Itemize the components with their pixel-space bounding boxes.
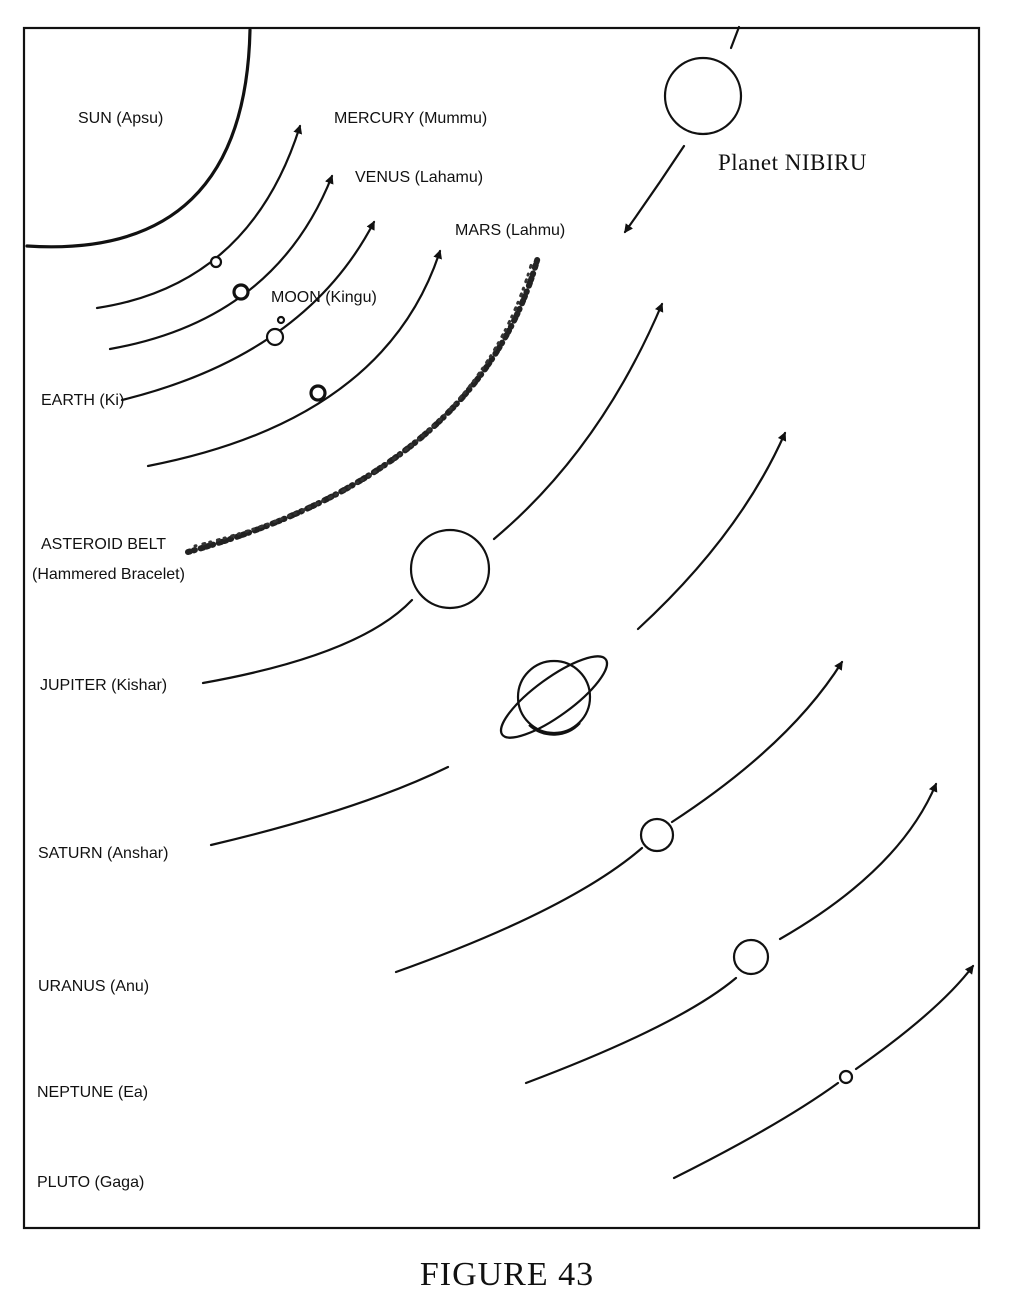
neptune-orbit-upper — [778, 782, 938, 941]
venus-label: VENUS (Lahamu) — [355, 169, 483, 186]
pluto-label: PLUTO (Gaga) — [37, 1174, 144, 1191]
asteroid-belt-scatter — [193, 260, 534, 548]
uranus-label: URANUS (Anu) — [38, 978, 149, 995]
uranus-orbit-lower — [394, 846, 644, 974]
jupiter-orbit-lower — [201, 598, 414, 685]
uranus-planet — [639, 817, 675, 853]
asteroid-belt — [185, 254, 541, 555]
moon-planet — [276, 315, 286, 325]
mercury-label: MERCURY (Mummu) — [334, 110, 487, 127]
diagram-frame — [22, 26, 981, 1230]
mercury-orbit — [95, 124, 303, 310]
nibiru-planet — [663, 56, 743, 136]
uranus-orbit-upper — [670, 660, 844, 824]
jupiter-orbit-upper — [492, 302, 664, 541]
figure-caption: FIGURE 43 — [420, 1256, 594, 1292]
sun-label: SUN (Apsu) — [78, 110, 163, 127]
pluto-orbit-upper — [854, 964, 975, 1071]
mars-orbit — [146, 249, 442, 468]
mars-label: MARS (Lahmu) — [455, 222, 565, 239]
neptune-label: NEPTUNE (Ea) — [37, 1084, 148, 1101]
asteroid-belt-label: ASTEROID BELT — [41, 536, 166, 553]
earth-planet — [265, 327, 285, 347]
saturn-ring-front — [528, 722, 581, 736]
saturn-planet — [516, 659, 592, 735]
nibiru-label: Planet NIBIRU — [718, 150, 867, 175]
moon-label: MOON (Kingu) — [271, 289, 377, 306]
neptune-planet — [732, 938, 770, 976]
jupiter-label: JUPITER (Kishar) — [40, 677, 167, 694]
neptune-orbit-lower — [524, 976, 738, 1085]
mercury-planet — [209, 255, 223, 269]
mars-planet — [309, 384, 327, 402]
nibiru-path-upper — [729, 25, 741, 50]
saturn-orbit-lower — [209, 765, 450, 847]
jupiter-planet — [409, 528, 491, 610]
earth-orbit — [120, 220, 376, 402]
sun-disc — [25, 28, 252, 249]
pluto-planet — [838, 1069, 854, 1085]
saturn-orbit-upper — [636, 431, 787, 631]
saturn-rings — [499, 655, 609, 739]
earth-label: EARTH (Ki) — [41, 392, 124, 409]
saturn-label: SATURN (Anshar) — [38, 845, 168, 862]
venus-planet — [232, 283, 250, 301]
asteroid-belt-alt-label: (Hammered Bracelet) — [32, 566, 185, 583]
pluto-orbit-lower — [672, 1081, 840, 1180]
nibiru-path-lower — [623, 144, 686, 234]
